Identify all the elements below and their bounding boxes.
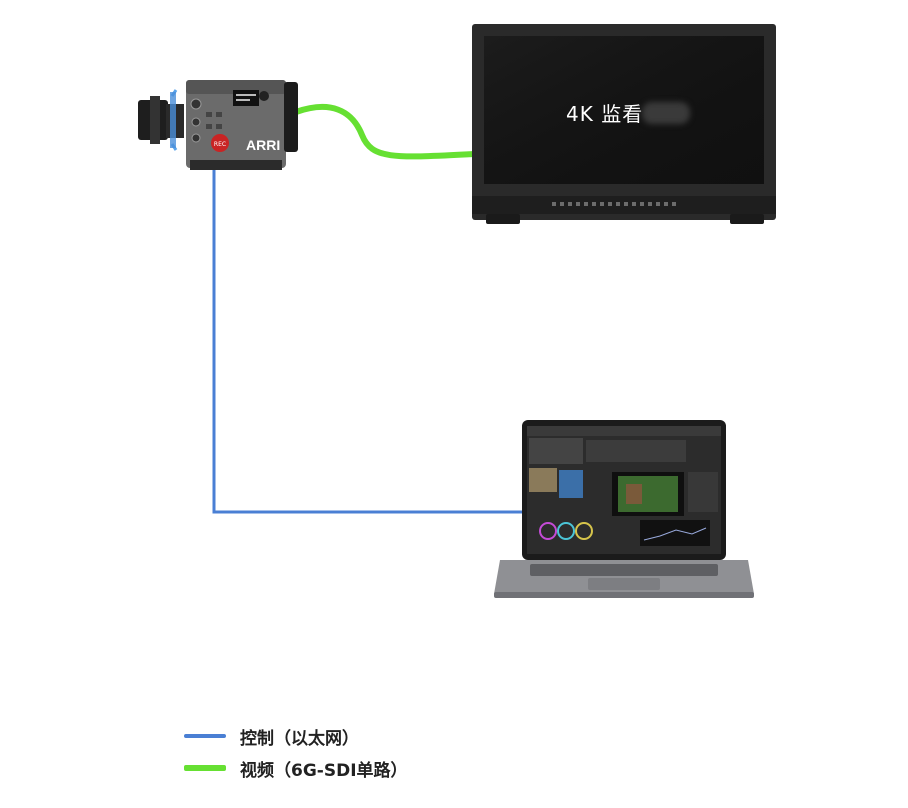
legend-swatch-sdi [184, 765, 226, 771]
laptop-icon [494, 420, 754, 598]
monitor-label: 4K 监看 [566, 102, 644, 126]
sdi-cable [293, 103, 477, 160]
legend-swatch-ethernet [184, 734, 226, 738]
redacted-region [642, 102, 690, 124]
legend-item-sdi: 视频（6G-SDI单路） [184, 752, 408, 784]
legend-item-ethernet: 控制（以太网） [184, 720, 408, 752]
monitor-icon [472, 24, 776, 224]
ethernet-cable [212, 170, 528, 514]
legend-label-ethernet: 控制（以太网） [240, 728, 359, 749]
camera-rec-label: REC [214, 141, 226, 148]
arri-camera-icon: REC ARRI [138, 80, 298, 170]
camera-brand-label: ARRI [246, 137, 280, 153]
legend: 控制（以太网） 视频（6G-SDI单路） [184, 720, 408, 784]
legend-label-sdi: 视频（6G-SDI单路） [240, 760, 408, 781]
